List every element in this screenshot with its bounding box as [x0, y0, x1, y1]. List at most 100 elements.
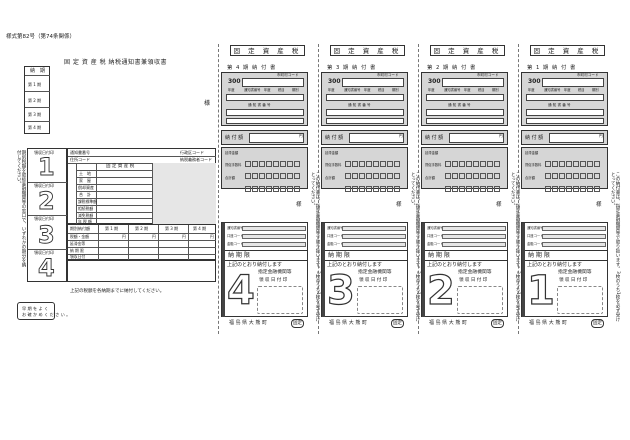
info-row-3: 償却資産	[78, 185, 94, 190]
stub-digit-3: 3	[38, 221, 56, 249]
slip-paid-text: 上記のとおり納付します	[227, 262, 283, 268]
slip-col-2: 通知書番号	[544, 88, 561, 92]
slip-code: 300	[428, 78, 441, 85]
stub-column: 領収日付印 領収日付印 領収日付印 領収日付印 1 2 3 4	[27, 148, 67, 282]
slip-stamp: 固定	[491, 319, 504, 328]
stub-label-3: 領収日付印	[34, 216, 54, 221]
nouki-period-4: 第 4 期	[28, 125, 42, 130]
slip-mid-box: 延滞金額 督促手数料 合計額	[221, 147, 308, 192]
slip-header: 固 定 資 産 税	[430, 45, 505, 56]
period-col-4: 第 4 期	[193, 226, 207, 231]
receipt-title: 固 定 資 産 税 納税通知書兼領収書	[64, 59, 168, 66]
slip-col-3: 年度	[564, 88, 571, 92]
slip-amount-yen: 円	[599, 134, 603, 138]
slip-code-label: 市町村コード	[277, 73, 299, 77]
info-row-2: 家 屋	[79, 178, 91, 183]
slip-notice-no: 通 知 書 番 号	[548, 103, 571, 107]
slip-amount-yen: 円	[299, 134, 303, 138]
slip-deadline: 納 期 限	[528, 252, 550, 259]
slip-receipt: 領 収 日 付 印	[559, 278, 588, 283]
slip-col-4: 税目	[578, 88, 585, 92]
slip-amount-label: 納 付 額	[325, 135, 344, 141]
slip-col-2: 通知書番号	[344, 88, 361, 92]
slip-low-1: 通知書番号	[227, 226, 244, 230]
period-yen-3: 円	[182, 234, 186, 239]
slip-header: 固 定 資 産 税	[330, 45, 405, 56]
slip-stamp: 固定	[291, 319, 304, 328]
nouki-period-2: 第 2 期	[28, 98, 42, 103]
perforation-line	[418, 44, 419, 334]
info-gyosei: 行政区コード	[180, 150, 204, 155]
slip-bank-text: 指定金融機関等	[258, 270, 292, 275]
slip-low-2: 口座コード	[327, 234, 344, 238]
slip-bank-text: 指定金融機関等	[358, 270, 392, 275]
slip-mid-1: 延滞金額	[225, 151, 239, 155]
period-col-2: 第 2 期	[135, 226, 149, 231]
slip-mid-3: 合計額	[425, 176, 435, 180]
slip-sama: 様	[596, 202, 602, 208]
slip-col-5: 期別	[292, 88, 299, 92]
slip-term: 第 1 期 納 付 書	[527, 65, 577, 71]
slip-mid-2: 督促手数料	[225, 163, 242, 167]
slip-paid-text: 上記のとおり納付します	[327, 262, 383, 268]
slip-col-3: 年度	[264, 88, 271, 92]
slip-term: 第 4 期 納 付 書	[227, 65, 277, 71]
slip-receipt: 領 収 日 付 印	[359, 278, 388, 283]
slip-amount-row: 納 付 額 円	[421, 130, 508, 145]
slip-amount-row: 納 付 額 円	[521, 130, 608, 145]
slip-low-1: 通知書番号	[427, 226, 444, 230]
message-box: 早 期 を よ く お 確 か め く だ さ い 。	[17, 302, 70, 320]
slip-low-2: 口座コード	[527, 234, 544, 238]
period-row-1: 税額・金額	[70, 234, 89, 239]
slip-mid-1: 延滞金額	[325, 151, 339, 155]
slip-col-1: 年度	[528, 88, 535, 92]
slip-code-label: 市町村コード	[377, 73, 399, 77]
slip-amount-yen: 円	[399, 134, 403, 138]
stub-digit-2: 2	[38, 187, 56, 215]
slip-vertical-note: この納付書は、指定金融機関等で取り扱います。3枚のうち1枚を必ず受けとってくださ…	[310, 172, 320, 322]
nouki-period-3: 第 3 期	[28, 112, 42, 117]
info-row-4: 合 計	[79, 192, 91, 197]
left-sama: 様	[204, 100, 211, 107]
slip-sama: 様	[496, 202, 502, 208]
slip-mid-2: 督促手数料	[325, 163, 342, 167]
slip-digit: 4	[226, 268, 255, 314]
payment-slip-1: 固 定 資 産 税 第 4 期 納 付 書 300 市町村コード 年度 通知書番…	[221, 0, 320, 440]
slip-top-box: 300 市町村コード 年度 通知書番号 年度 税目 期別 通 知 書 番 号	[521, 72, 608, 126]
nouki-period-1: 第 1 期	[28, 82, 42, 87]
slip-header: 固 定 資 産 税	[230, 45, 305, 56]
slip-paid-text: 上記のとおり納付します	[527, 262, 583, 268]
slip-col-2: 通知書番号	[444, 88, 461, 92]
stub-label-2: 領収日付印	[34, 183, 54, 188]
slip-deadline: 納 期 限	[428, 252, 450, 259]
slip-header: 固 定 資 産 税	[530, 45, 605, 56]
slip-mid-1: 延滞金額	[425, 151, 439, 155]
slip-low-3: 金融コード	[227, 242, 244, 246]
perforation-line	[518, 44, 519, 334]
slip-amount-yen: 円	[499, 134, 503, 138]
slip-lower-box: 通知書番号 口座コード 金融コード 納 期 限 上記のとおり納付します 3 指定…	[321, 222, 408, 317]
slip-lower-box: 通知書番号 口座コード 金融コード 納 期 限 上記のとおり納付します 4 指定…	[221, 222, 308, 317]
slip-col-5: 期別	[592, 88, 599, 92]
info-kazei-2: 相続税額	[78, 206, 94, 211]
slip-col-4: 税目	[478, 88, 485, 92]
slip-col-5: 期別	[392, 88, 399, 92]
period-row-2: 延滞金等	[70, 241, 86, 246]
slip-digit: 1	[526, 268, 555, 314]
perforation-line	[318, 44, 319, 334]
slip-receipt: 領 収 日 付 印	[459, 278, 488, 283]
slip-top-box: 300 市町村コード 年度 通知書番号 年度 税目 期別 通 知 書 番 号	[321, 72, 408, 126]
info-kubun-title: 固 定 資 産 税	[106, 164, 135, 169]
info-tsuchi: 通知書番号	[70, 150, 90, 155]
period-yen-2: 円	[152, 234, 156, 239]
slip-col-4: 税目	[278, 88, 285, 92]
slip-digit: 3	[326, 268, 355, 314]
message-line-1: 早 期 を よ く	[22, 306, 49, 311]
slip-deadline: 納 期 限	[328, 252, 350, 259]
stub-label-4: 領収日付印	[34, 250, 54, 255]
slip-low-3: 金融コード	[327, 242, 344, 246]
slip-mid-2: 督促手数料	[525, 163, 542, 167]
stub-digit-1: 1	[38, 153, 56, 181]
slip-term: 第 2 期 納 付 書	[427, 65, 477, 71]
period-col-3: 第 3 期	[165, 226, 179, 231]
